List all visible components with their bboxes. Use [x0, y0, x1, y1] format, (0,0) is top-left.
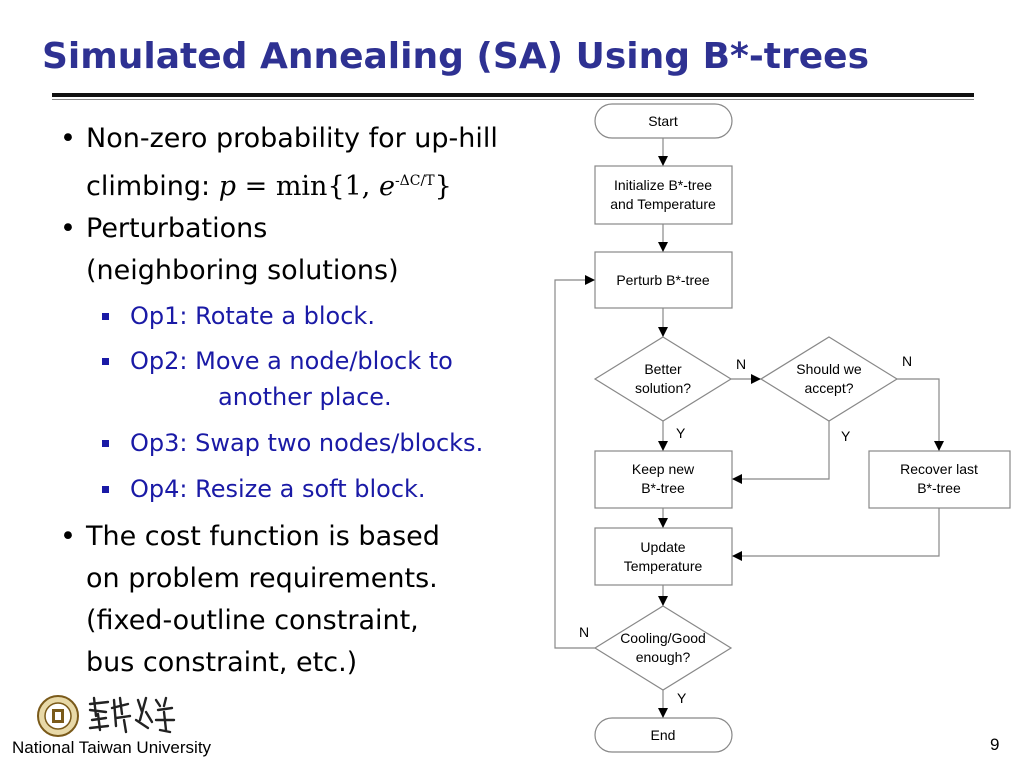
end-label: End	[651, 727, 676, 743]
accept-label-line1: Should we	[796, 361, 862, 377]
op2-text-line2: another place.	[218, 383, 392, 411]
bullet-perturbations-line1: Perturbations	[86, 213, 268, 244]
start-label: Start	[648, 113, 678, 129]
cost-line3: (fixed-outline constraint,	[86, 605, 419, 636]
op4-text: Op4: Resize a soft block.	[130, 475, 426, 503]
op3-item: Op3: Swap two nodes/blocks.	[102, 425, 484, 461]
op2-item: Op2: Move a node/block to another place.	[102, 343, 453, 415]
update-label-line1: Update	[640, 539, 685, 555]
recover-label-line2: B*-tree	[917, 480, 961, 496]
title-underline	[52, 93, 974, 97]
arrow-accept-recover	[897, 378, 944, 451]
update-label-line2: Temperature	[624, 558, 703, 574]
end-node	[594, 717, 733, 753]
cost-line4: bus constraint, etc.)	[86, 647, 358, 678]
better-label-line1: Better	[644, 361, 682, 377]
keep-label-line1: Keep new	[632, 461, 695, 477]
update-node	[594, 527, 733, 586]
op2-text: Op2: Move a node/block to	[130, 347, 453, 375]
op1-text: Op1: Rotate a block.	[130, 302, 375, 330]
cooling-label-line1: Cooling/Good	[620, 630, 706, 646]
university-chinese-name-calligraphy	[88, 696, 176, 734]
init-label-line2: and Temperature	[610, 196, 716, 212]
bullet-dot: •	[60, 213, 76, 244]
cooling-decision	[593, 605, 733, 691]
edge-label-accept-y: Y	[841, 428, 851, 444]
arrow-recover-update	[732, 508, 940, 561]
square-bullet-icon	[102, 313, 109, 320]
bullet-probability-line2: climbing: p = min{1, e-ΔC/T}	[86, 160, 498, 208]
init-node	[594, 165, 733, 225]
accept-label-line2: accept?	[804, 380, 853, 396]
bullet-probability-line1: Non-zero probability for up-hill	[86, 123, 498, 154]
recover-label-line1: Recover last	[900, 461, 978, 477]
bullet-probability-prefix: climbing:	[86, 171, 219, 202]
bullet-perturbations: • Perturbations (neighboring solutions)	[60, 208, 399, 292]
arrow-cooling-perturb	[554, 275, 595, 649]
bullet-probability: • Non-zero probability for up-hill climb…	[60, 118, 498, 208]
bullet-cost-function: • The cost function is based on problem …	[60, 516, 440, 684]
keep-label-line2: B*-tree	[641, 480, 685, 496]
op4-item: Op4: Resize a soft block.	[102, 471, 426, 507]
university-seal-icon	[37, 695, 79, 737]
better-decision	[593, 336, 733, 422]
page-number: 9	[990, 735, 1000, 754]
accept-decision	[759, 336, 899, 422]
op1-item: Op1: Rotate a block.	[102, 298, 375, 334]
edge-label-accept-n: N	[902, 353, 912, 369]
bullet-dot: •	[60, 521, 76, 552]
perturb-label: Perturb B*-tree	[616, 272, 710, 288]
arrow-accept-keep	[732, 421, 830, 484]
square-bullet-icon	[102, 486, 109, 493]
edge-label-better-n: N	[736, 356, 746, 372]
title-underline-thin	[52, 99, 974, 100]
init-label-line1: Initialize B*-tree	[614, 177, 712, 193]
square-bullet-icon	[102, 358, 109, 365]
bullet-dot: •	[60, 123, 76, 154]
op3-text: Op3: Swap two nodes/blocks.	[130, 429, 484, 457]
bullet-perturbations-line2: (neighboring solutions)	[86, 255, 399, 286]
acceptance-formula: p = min{1, e-ΔC/T}	[218, 171, 452, 202]
university-name: National Taiwan University	[12, 738, 212, 757]
perturb-node	[594, 251, 733, 309]
better-label-line2: solution?	[635, 380, 691, 396]
cost-line1: The cost function is based	[86, 521, 440, 552]
cooling-label-line2: enough?	[636, 649, 691, 665]
edge-label-better-y: Y	[676, 425, 686, 441]
edge-label-cooling-y: Y	[677, 690, 687, 706]
edge-label-cooling-n: N	[579, 624, 589, 640]
cost-line2: on problem requirements.	[86, 563, 438, 594]
slide-title: Simulated Annealing (SA) Using B*-trees	[42, 36, 869, 77]
square-bullet-icon	[102, 440, 109, 447]
